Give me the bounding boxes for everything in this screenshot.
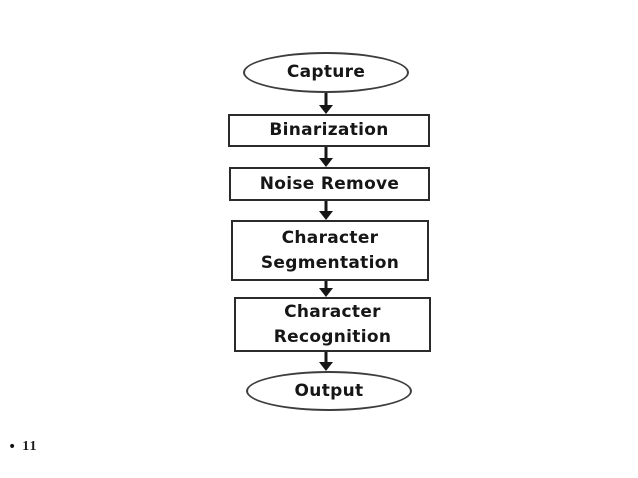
arrow-shaft: [324, 281, 328, 289]
arrow-shaft: [324, 201, 328, 212]
flow-node-binarization-label: Binarization: [269, 120, 389, 140]
arrow-capture-to-binarization: [318, 93, 334, 114]
flow-node-noise-remove: Noise Remove: [229, 167, 430, 201]
arrow-character-recognition-to-output: [318, 352, 334, 371]
flow-node-character-segmentation: Character Segmentation: [231, 220, 429, 281]
flow-node-character-segmentation-label: Character Segmentation: [260, 227, 400, 273]
flow-node-character-recognition-label: Character Recognition: [273, 301, 392, 347]
flow-node-output: Output: [246, 371, 412, 411]
arrow-head-icon: [319, 105, 333, 114]
arrow-binarization-to-noise-remove: [318, 147, 334, 167]
arrow-head-icon: [319, 288, 333, 297]
bullet-icon: •: [8, 439, 17, 455]
arrow-shaft: [324, 147, 328, 159]
slide-footer: • 11: [8, 439, 38, 455]
arrow-shaft: [324, 93, 328, 106]
arrow-shaft: [324, 352, 328, 363]
arrow-head-icon: [319, 362, 333, 371]
arrow-character-segmentation-to-character-recognition: [318, 281, 334, 297]
flow-node-capture-label: Capture: [286, 62, 366, 82]
flow-node-character-recognition: Character Recognition: [234, 297, 431, 352]
arrow-head-icon: [319, 211, 333, 220]
arrow-noise-remove-to-character-segmentation: [318, 201, 334, 220]
flow-node-output-label: Output: [294, 380, 364, 401]
flow-node-noise-remove-label: Noise Remove: [259, 173, 400, 194]
slide-number: 11: [22, 439, 38, 454]
flow-node-capture: Capture: [243, 52, 409, 93]
flow-node-binarization: Binarization: [228, 114, 430, 147]
arrow-head-icon: [319, 158, 333, 167]
